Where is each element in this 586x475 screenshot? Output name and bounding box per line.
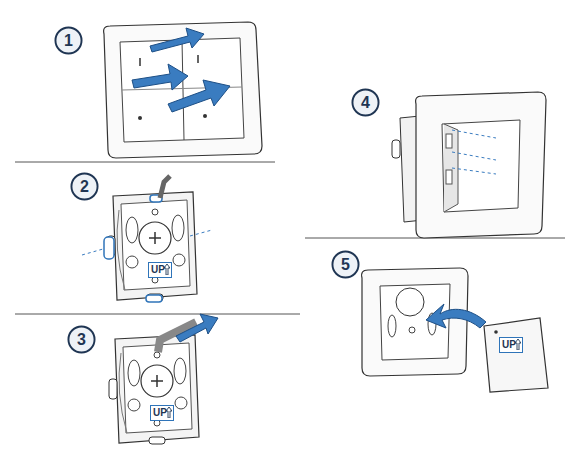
up-arrow [164, 264, 170, 275]
up-label-box: UP [499, 337, 523, 353]
up-label-box: UP [150, 405, 174, 421]
up-arrow [166, 407, 172, 418]
up-text: UP [502, 340, 516, 350]
callout-number: 4 [361, 95, 370, 111]
callout-number: 1 [64, 33, 73, 49]
callout-number: 2 [80, 179, 89, 195]
step-number: 5 [331, 250, 360, 279]
up-arrow [515, 339, 521, 350]
up-text: UP [151, 265, 165, 275]
step-number: 4 [351, 88, 380, 117]
callout-number: 3 [77, 332, 86, 348]
up-label-box: UP [148, 262, 172, 278]
up-text: UP [153, 408, 167, 418]
step-number: 2 [70, 172, 99, 201]
step-number: 1 [54, 26, 83, 55]
callout-number: 5 [341, 257, 350, 273]
step-number: 3 [67, 325, 96, 354]
